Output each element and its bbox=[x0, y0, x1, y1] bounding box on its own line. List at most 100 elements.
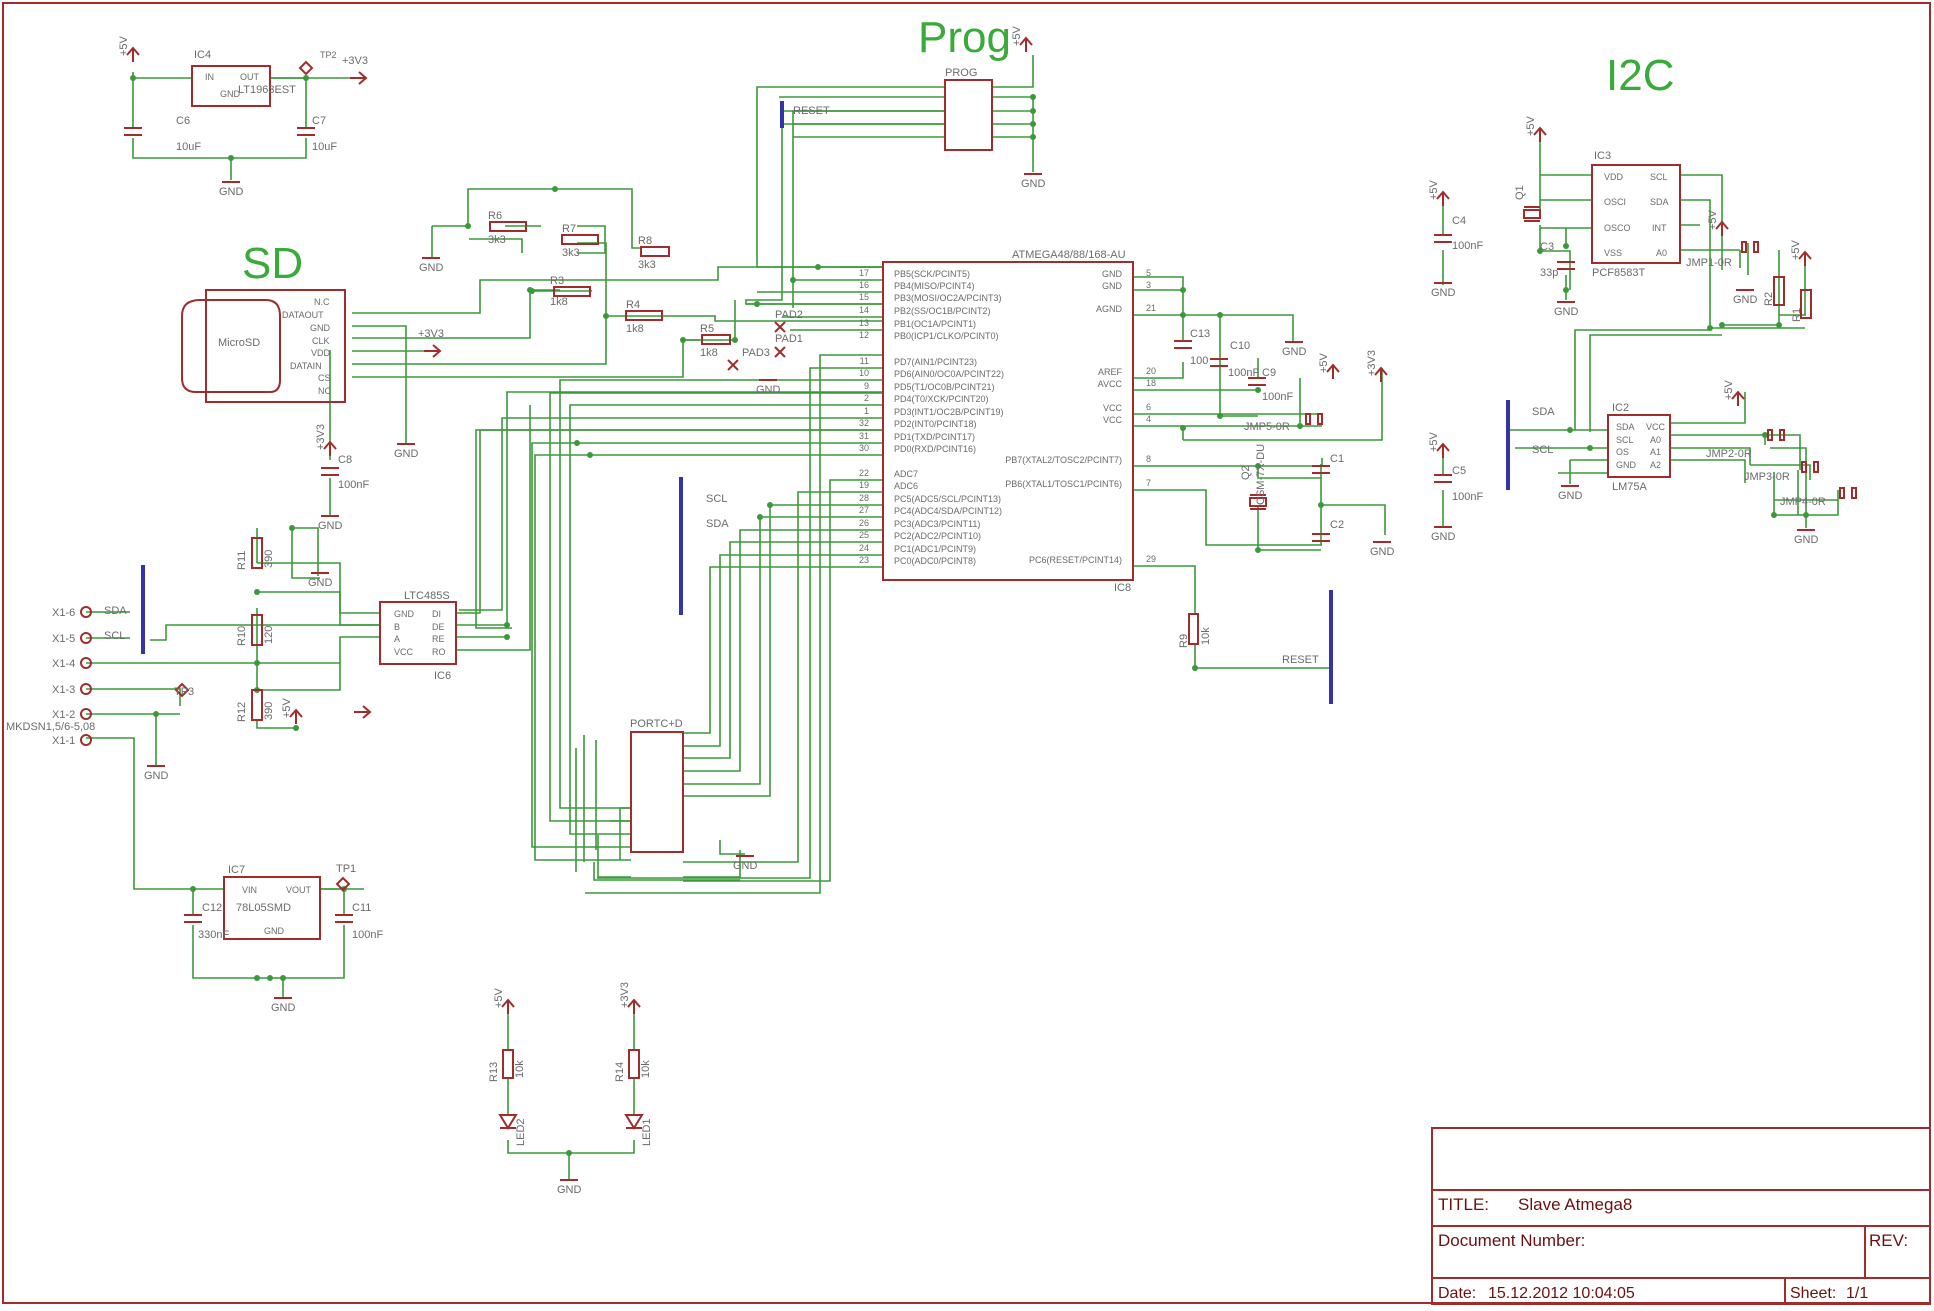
led2-label: LED2 bbox=[515, 1118, 527, 1146]
ic8-pin-left-number: 13 bbox=[859, 318, 869, 328]
c5-ref: C5 bbox=[1452, 465, 1466, 477]
section-title-i2c: I2C bbox=[1606, 51, 1674, 100]
ic8-pin-left-label: PD2(INT0/PCINT18) bbox=[894, 419, 977, 429]
ic6-ltc485: LTC485S IC6 GND B A VCC DI DE RE RO bbox=[379, 590, 457, 682]
r5-ref: R5 bbox=[700, 323, 714, 335]
microsd-pin-gnd: GND bbox=[310, 323, 331, 333]
c10-ref: C10 bbox=[1230, 340, 1250, 352]
r6-ref: R6 bbox=[488, 210, 502, 222]
ic8-pin-left-label: PC5(ADC5/SCL/PCINT13) bbox=[894, 494, 1001, 504]
ic8-pin-left-label: PC1(ADC1/PCINT9) bbox=[894, 544, 976, 554]
power-symbol bbox=[1436, 190, 1450, 206]
c10-value: 100nF bbox=[1228, 367, 1259, 379]
ic4-pin-out: OUT bbox=[240, 72, 260, 82]
ic8-pin-left-label: PB2(SS/OC1B/PCINT2) bbox=[894, 306, 991, 316]
ic8-atmega: ATMEGA48/88/168-AU IC8 PB5(SCK/PCINT5)17… bbox=[859, 249, 1156, 594]
ic8-pin-left-number: 15 bbox=[859, 292, 869, 302]
ic8-pin-left-label: PD6(AIN0/OC0A/PCINT22) bbox=[894, 369, 1004, 379]
connector-x1: X1-6 X1-5 X1-4 X1-3 X1-2 X1-1 MKDSN1,5/6… bbox=[6, 606, 194, 747]
microsd-socket: MicroSD N.C DATAOUT GND CLK VDD DATAIN C… bbox=[181, 289, 346, 403]
ic8-pin-left-label: PB5(SCK/PCINT5) bbox=[894, 269, 970, 279]
power-net-label: +5V bbox=[1707, 209, 1719, 230]
ic3-pin-vdd: VDD bbox=[1604, 172, 1624, 182]
net-label-scl-right: SCL bbox=[1532, 444, 1553, 456]
c3-ref: C3 bbox=[1540, 241, 1554, 253]
r9: R9 10k bbox=[1178, 613, 1212, 648]
ic8-pin-left-number: 2 bbox=[864, 393, 869, 403]
r3-value: 1k8 bbox=[550, 296, 568, 308]
x1-value: MKDSN1,5/6-5,08 bbox=[6, 721, 95, 733]
gnd-label: GND bbox=[756, 384, 781, 396]
power-net-label: +5V bbox=[1525, 115, 1537, 136]
ic7-ref: IC7 bbox=[228, 864, 245, 876]
ic8-pin-left-label: PC0(ADC0/PCINT8) bbox=[894, 556, 976, 566]
ic8-pin-left-number: 19 bbox=[859, 480, 869, 490]
ic4-value: LT1963EST bbox=[238, 84, 296, 96]
c6-ref: C6 bbox=[176, 115, 190, 127]
gnd-label: GND bbox=[394, 448, 419, 460]
power-symbol bbox=[1731, 390, 1745, 406]
sd-resistors: R6 3k3 R7 3k3 R8 3k3 R3 1k8 R4 1k8 R5 1k… bbox=[488, 210, 731, 359]
q2-value: CSM-7X-DU bbox=[1255, 444, 1267, 505]
r13-ref: R13 bbox=[488, 1062, 500, 1082]
ic2-ref: IC2 bbox=[1612, 402, 1629, 414]
power-net-label: +5V bbox=[1790, 239, 1802, 260]
microsd-pin-datain: DATAIN bbox=[290, 361, 322, 371]
ic3-pin-osco: OSCO bbox=[1604, 223, 1631, 233]
gnd-label: GND bbox=[1282, 346, 1307, 358]
ic8-pin-left-label: PD3(INT1/OC2B/PCINT19) bbox=[894, 407, 1004, 417]
jmp1-label: JMP1-0R bbox=[1686, 257, 1732, 269]
c7-value: 10uF bbox=[312, 141, 337, 153]
r14-value: 10k bbox=[640, 1060, 652, 1078]
net-label-sda-right: SDA bbox=[1532, 406, 1555, 418]
power-arrow-3v3 bbox=[354, 705, 372, 719]
power-symbol bbox=[1715, 220, 1729, 236]
crystal-q2: Q2 CSM-7X-DU C1 C2 bbox=[1240, 444, 1344, 542]
avcc-capacitors: C13 100 C10 100nF C9 100nF bbox=[1174, 328, 1293, 403]
ic6-pin-a: A bbox=[394, 634, 400, 644]
ic4-pin-in: IN bbox=[205, 72, 214, 82]
c12-ref: C12 bbox=[202, 902, 222, 914]
ic7-regulator: IC7 78L05SMD VIN VOUT GND TP1 C12 330nF … bbox=[184, 863, 383, 941]
microsd-pin-cs: CS bbox=[318, 373, 331, 383]
c9-value: 100nF bbox=[1262, 391, 1293, 403]
ic6-pin-vcc: VCC bbox=[394, 647, 414, 657]
junctions bbox=[130, 75, 1809, 1156]
ic3-pin-sda: SDA bbox=[1650, 197, 1669, 207]
r13-value: 10k bbox=[514, 1060, 526, 1078]
p3v3-arrow-label: +3V3 bbox=[418, 328, 444, 340]
ic8-pin-left-number: 16 bbox=[859, 280, 869, 290]
ic2-pin-os: OS bbox=[1616, 447, 1629, 457]
gnd-label: GND bbox=[733, 860, 758, 872]
ic8-pin-left-number: 11 bbox=[860, 356, 869, 366]
gnd-label: GND bbox=[1021, 178, 1046, 190]
gnd-label: GND bbox=[308, 577, 333, 589]
r4-ref: R4 bbox=[626, 299, 640, 311]
gnd-label: GND bbox=[557, 1184, 582, 1196]
r14-ref: R14 bbox=[614, 1062, 626, 1082]
ic2-lm75a: IC2 LM75A SDA SCL OS GND VCC A0 A1 A2 JM… bbox=[1607, 402, 1857, 508]
tp2-label: TP2 bbox=[320, 50, 337, 60]
pad2-label: PAD2 bbox=[775, 309, 803, 321]
power-symbol bbox=[1326, 363, 1340, 379]
c12-value: 330nF bbox=[198, 929, 229, 941]
ic7-pin-gnd: GND bbox=[264, 926, 285, 936]
ic8-pin-left-label: PC2(ADC2/PCINT10) bbox=[894, 531, 981, 541]
gnd-label: GND bbox=[1558, 490, 1583, 502]
jmp5-label: JMP5-0R bbox=[1244, 421, 1290, 433]
r9-ref: R9 bbox=[1178, 634, 1190, 648]
r9-value: 10k bbox=[1200, 627, 1212, 645]
portc-label: PORTC+D bbox=[630, 718, 683, 730]
net-label-reset: RESET bbox=[793, 105, 830, 117]
gnd-label: GND bbox=[1431, 287, 1456, 299]
ic8-pin-left-number: 26 bbox=[859, 518, 869, 528]
ic8-pin-right-label: VCC bbox=[1103, 403, 1123, 413]
r8-ref: R8 bbox=[638, 235, 652, 247]
ic6-ref: IC6 bbox=[434, 670, 451, 682]
ic6-pin-re: RE bbox=[432, 634, 445, 644]
ic8-left-pins: PB5(SCK/PCINT5)17PB4(MISO/PCINT4)16PB3(M… bbox=[859, 268, 1004, 566]
r2-ref: R2 bbox=[1763, 292, 1775, 306]
r7-value: 3k3 bbox=[562, 247, 580, 259]
